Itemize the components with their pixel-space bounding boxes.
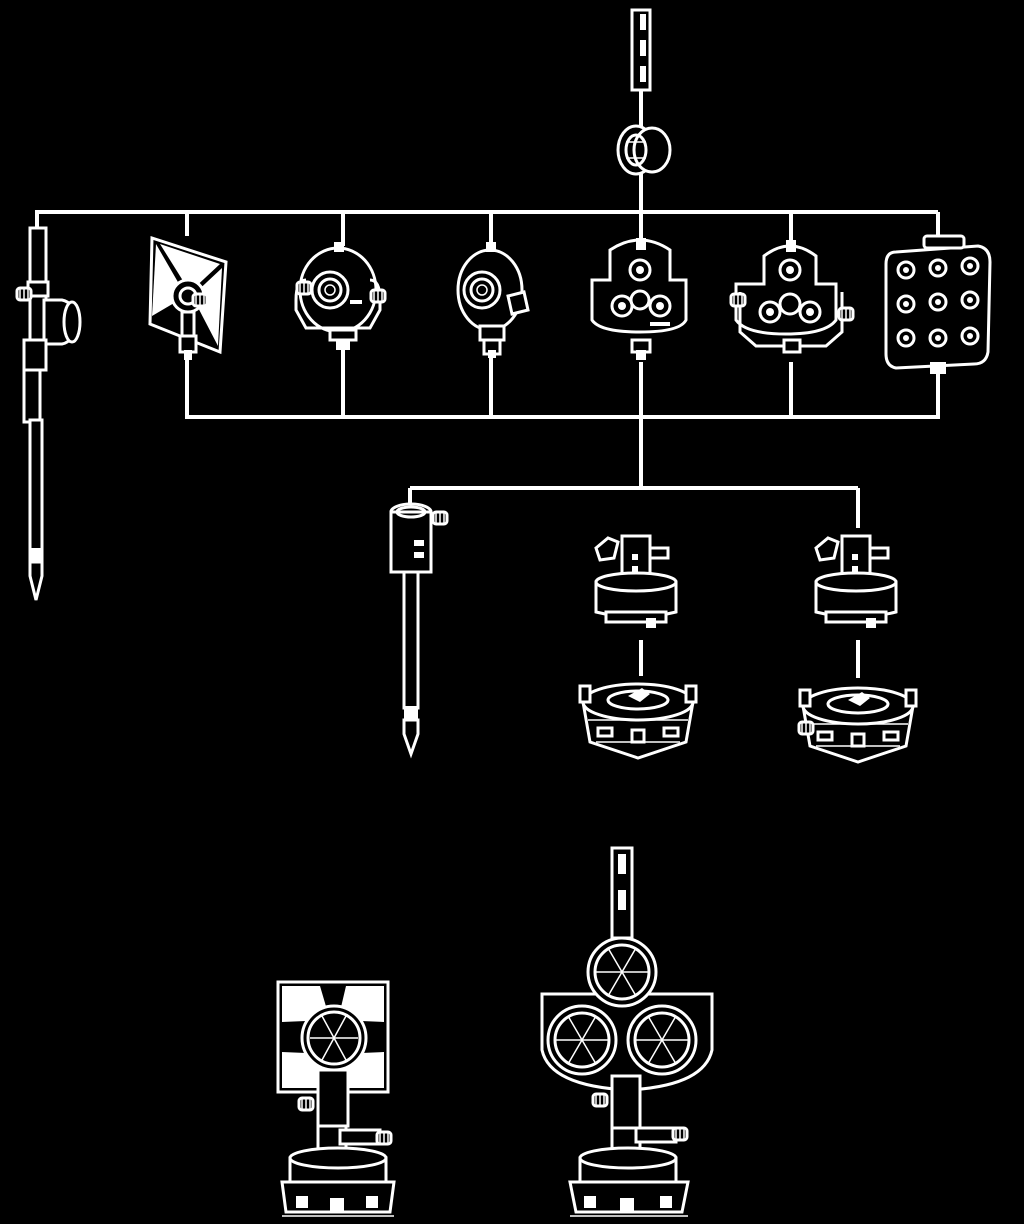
- pole-tip-icon: [630, 8, 652, 92]
- single-prism-icon: [456, 242, 530, 358]
- assembled-target-icon: [276, 980, 396, 1217]
- target-plate-icon: [148, 235, 228, 360]
- tribrach-icon: [578, 682, 698, 760]
- prism-pole-icon: [15, 226, 82, 601]
- assembled-triple-prism-icon: [540, 846, 714, 1217]
- tribrach-icon: [797, 686, 918, 764]
- triple-prism-icon: [729, 240, 855, 354]
- triple-prism-icon: [590, 238, 688, 360]
- adapter-icon: [616, 124, 672, 176]
- connector-lines: [35, 90, 940, 678]
- single-prism-icon: [294, 242, 387, 350]
- prism-pole-icon: [389, 502, 449, 759]
- tribrach-adapter-icon: [814, 534, 898, 630]
- tribrach-adapter-icon: [594, 534, 678, 630]
- nine-prism-icon: [884, 234, 992, 374]
